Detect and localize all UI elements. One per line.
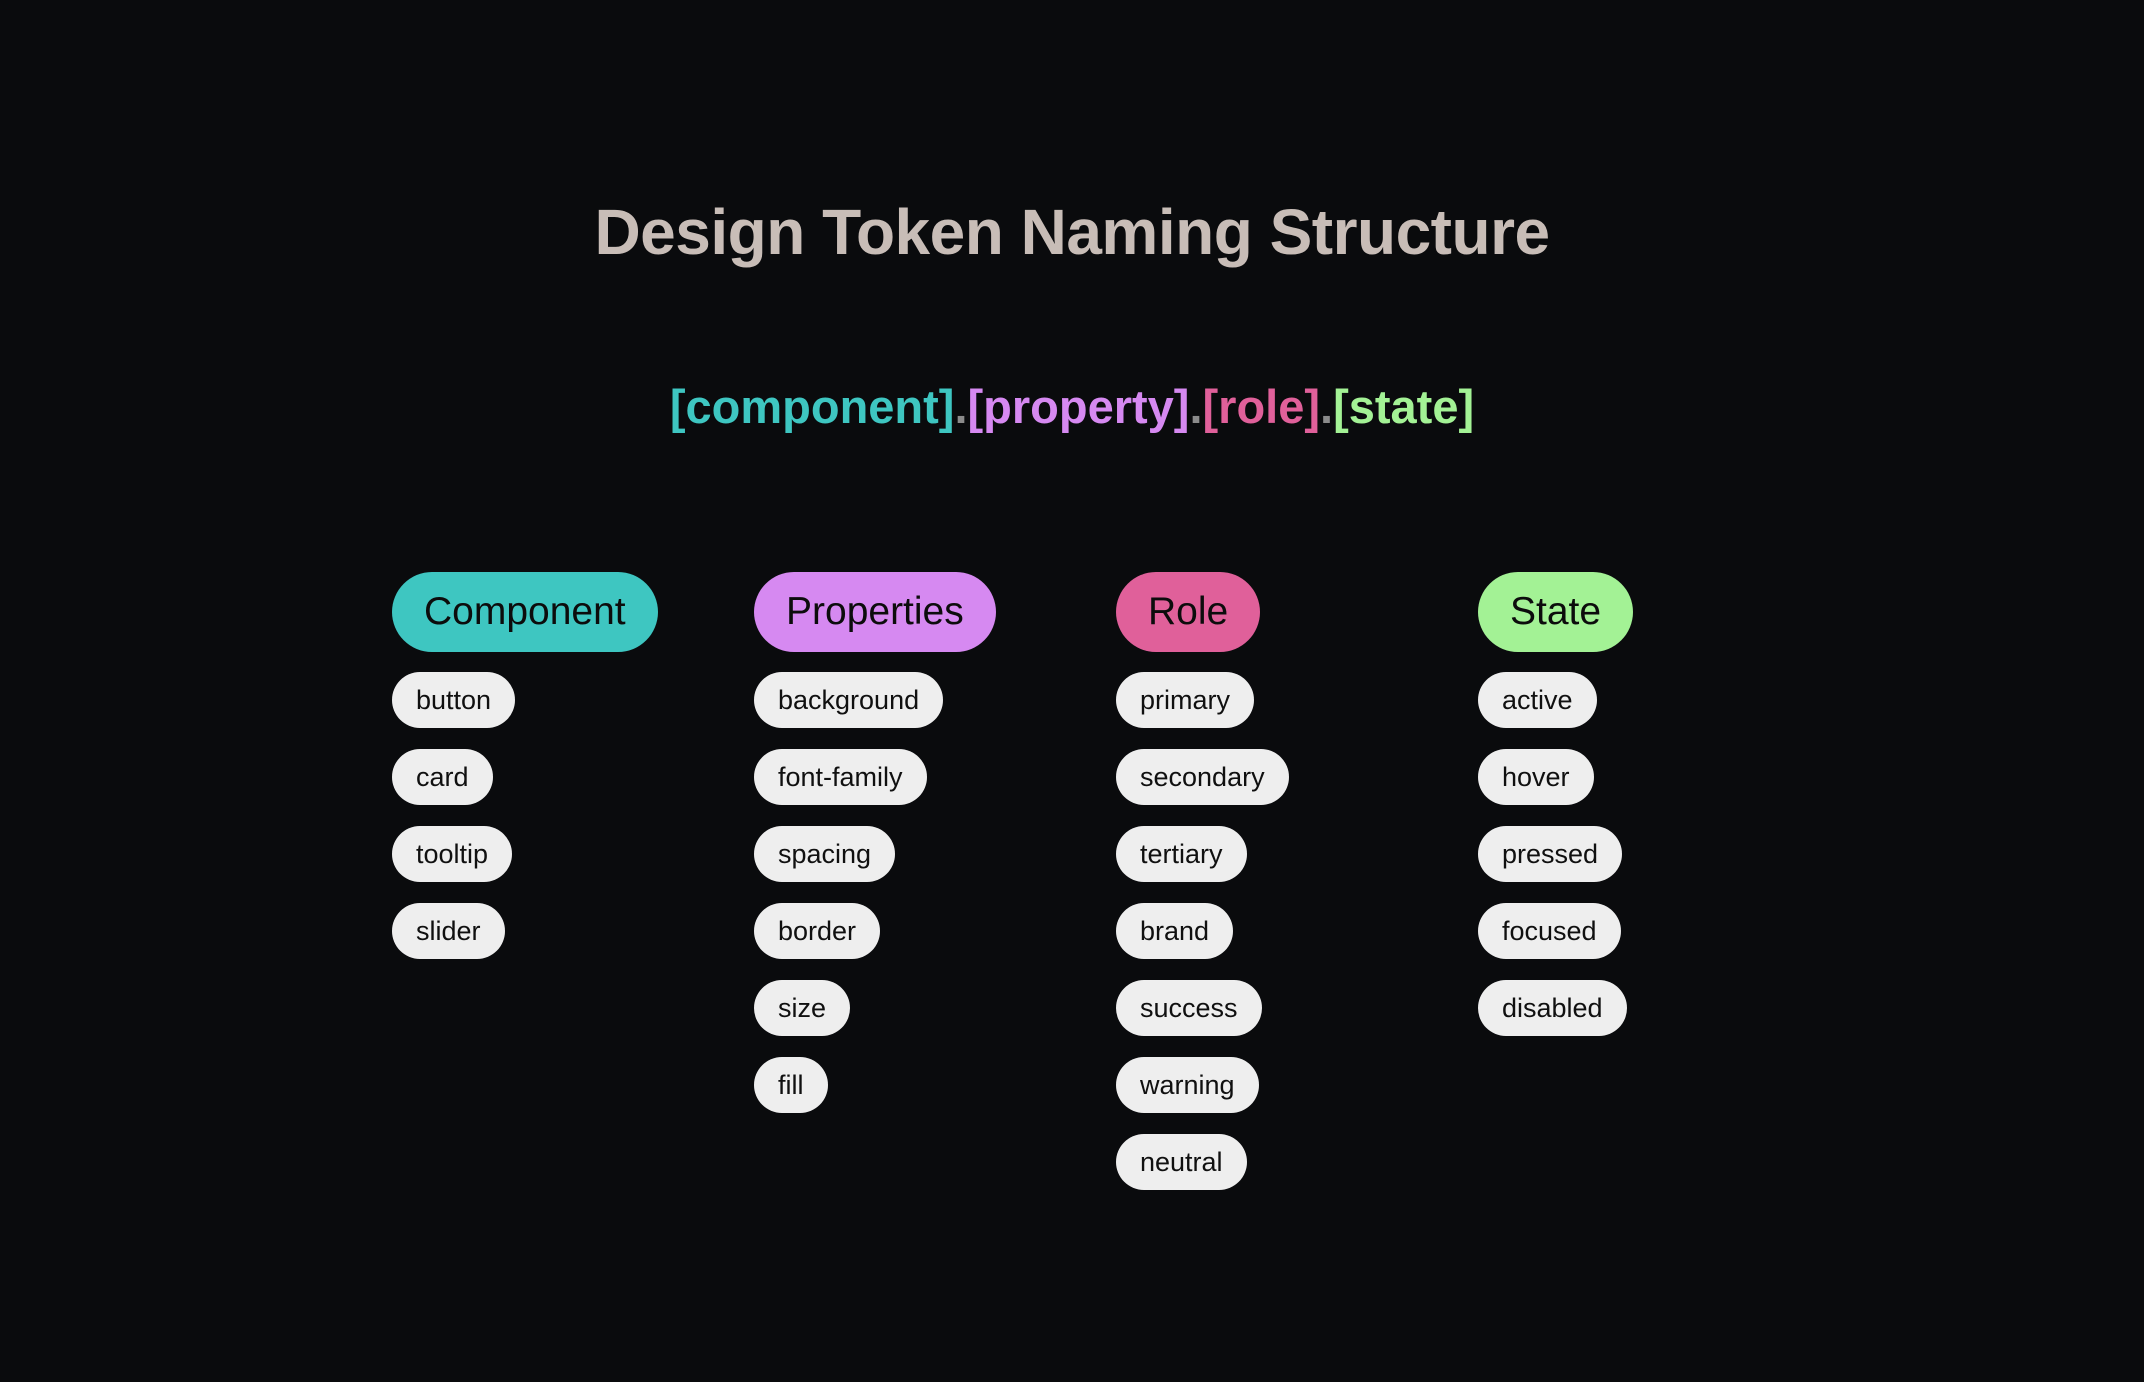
token-chip: primary xyxy=(1116,672,1255,728)
token-chip: brand xyxy=(1116,903,1234,959)
token-chip: fill xyxy=(754,1057,828,1113)
token-chip: card xyxy=(392,749,493,805)
token-chip: font-family xyxy=(754,749,927,805)
state-list: active hover pressed focused disabled xyxy=(1478,672,1633,1036)
column-role: Role primary secondary tertiary brand su… xyxy=(1116,572,1289,1190)
column-state: State active hover pressed focused disab… xyxy=(1478,572,1634,1036)
formula-component: [component] xyxy=(669,380,955,433)
column-component: Component button card tooltip slider xyxy=(392,572,658,959)
token-chip: focused xyxy=(1478,903,1621,959)
formula-separator: . xyxy=(1320,380,1334,433)
token-chip: neutral xyxy=(1116,1134,1247,1190)
formula-role: [role] xyxy=(1202,380,1321,433)
token-chip: active xyxy=(1478,672,1597,728)
token-chip: success xyxy=(1116,980,1262,1036)
token-chip: spacing xyxy=(754,826,896,882)
token-chip: button xyxy=(392,672,516,728)
header-state: State xyxy=(1478,572,1634,652)
token-chip: disabled xyxy=(1478,980,1627,1036)
token-chip: hover xyxy=(1478,749,1594,805)
naming-formula: [component].[property].[role].[state] xyxy=(0,375,2144,439)
column-properties: Properties background font-family spacin… xyxy=(754,572,996,1113)
token-chip: background xyxy=(754,672,944,728)
token-chip: tertiary xyxy=(1116,826,1247,882)
page-title: Design Token Naming Structure xyxy=(594,196,1550,268)
header-role: Role xyxy=(1116,572,1261,652)
token-chip: border xyxy=(754,903,881,959)
properties-list: background font-family spacing border si… xyxy=(754,672,996,1113)
component-list: button card tooltip slider xyxy=(392,672,658,959)
token-chip: warning xyxy=(1116,1057,1259,1113)
header-properties: Properties xyxy=(754,572,996,652)
token-chip: pressed xyxy=(1478,826,1623,882)
formula-property: [property] xyxy=(967,380,1190,433)
formula-separator: . xyxy=(1189,380,1203,433)
role-list: primary secondary tertiary brand success… xyxy=(1116,672,1289,1190)
formula-state: [state] xyxy=(1333,380,1475,433)
token-chip: secondary xyxy=(1116,749,1289,805)
formula-separator: . xyxy=(954,380,968,433)
header-component: Component xyxy=(392,572,658,652)
token-chip: slider xyxy=(392,903,505,959)
token-chip: size xyxy=(754,980,851,1036)
token-chip: tooltip xyxy=(392,826,513,882)
